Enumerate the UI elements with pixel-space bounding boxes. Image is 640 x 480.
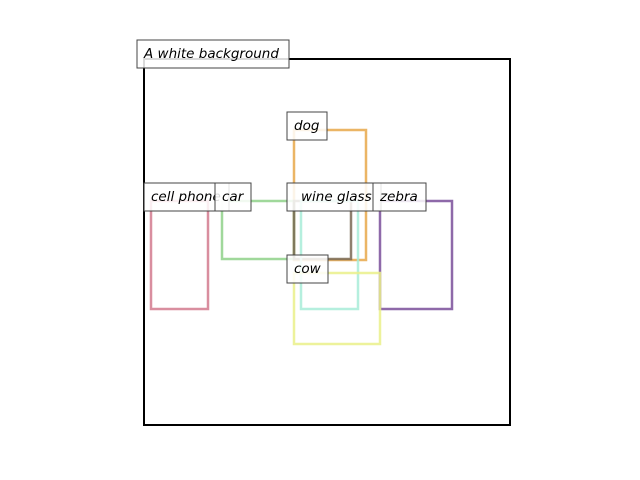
label-car: car: [214, 182, 252, 212]
label-wine-glass-text: wine glass: [301, 189, 372, 205]
label-cow-text: cow: [294, 261, 322, 277]
label-zebra-text: zebra: [379, 189, 418, 205]
label-zebra: zebra: [372, 182, 427, 212]
caption-label: A white background: [136, 39, 290, 69]
label-cell-phone-text: cell phone: [151, 189, 221, 205]
label-cow: cow: [286, 254, 329, 284]
label-dog: dog: [286, 111, 328, 141]
caption-text: A white background: [143, 46, 279, 62]
frame: [143, 58, 511, 426]
label-car-text: car: [222, 189, 245, 205]
box-zebra: [378, 199, 454, 311]
box-cell-phone: [149, 199, 210, 311]
label-wine-glass: wine glass: [286, 182, 382, 212]
label-dog-text: dog: [294, 118, 320, 134]
box-cow: [292, 271, 382, 346]
